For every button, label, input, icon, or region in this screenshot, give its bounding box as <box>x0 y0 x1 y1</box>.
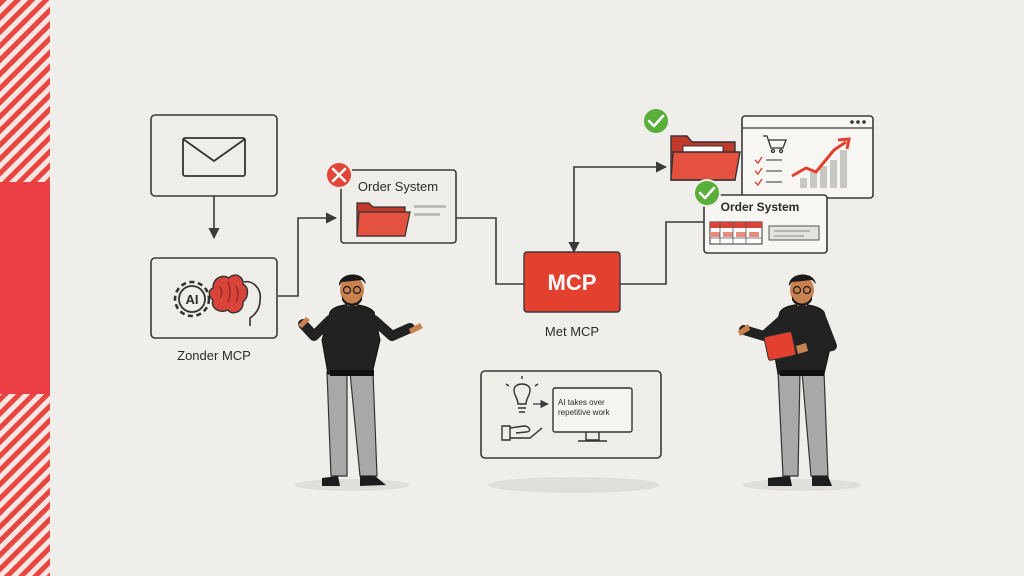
shadow-left <box>294 479 410 491</box>
hand-icon <box>501 425 543 441</box>
left-decorative-band <box>0 0 50 576</box>
shadow-center <box>488 477 660 493</box>
check-circle-icon <box>693 179 721 207</box>
person-left-illustration <box>298 274 423 486</box>
order-system-left-box: Order System <box>340 169 457 244</box>
lightbulb-icon <box>505 376 539 413</box>
ai-takes-over-line1: AI takes over <box>558 398 605 407</box>
person-right-illustration <box>738 274 837 486</box>
chart-folder-icon <box>670 135 741 181</box>
brain-icon <box>208 274 262 326</box>
zonder-mcp-label: Zonder MCP <box>177 348 251 363</box>
mcp-box: MCP <box>523 251 621 313</box>
ai-takes-over-panel: AI takes over repetitive work <box>480 370 662 459</box>
connector-lines <box>208 161 704 297</box>
table-icon <box>709 221 763 245</box>
x-circle-icon <box>325 161 353 189</box>
email-box <box>150 114 278 197</box>
gear-icon <box>173 280 211 318</box>
mcp-label: MCP <box>548 270 597 295</box>
order-system-right-box: Order System <box>703 194 828 254</box>
ai-chip-label: AI <box>186 292 199 307</box>
met-mcp-label: Met MCP <box>545 324 599 339</box>
order-system-left-label: Order System <box>358 179 438 194</box>
ai-box: AI <box>150 257 278 339</box>
folder-icon <box>356 202 411 237</box>
check-circle-icon <box>642 107 670 135</box>
checklist-icon <box>754 156 782 187</box>
shadow-right <box>742 479 862 491</box>
bar-growth-icon <box>791 137 851 188</box>
monitor-icon <box>552 387 633 442</box>
cart-icon <box>763 135 787 154</box>
analytics-window <box>741 115 874 199</box>
envelope-icon <box>182 137 246 177</box>
ai-takes-over-line2: repetitive work <box>558 408 611 417</box>
order-system-right-label: Order System <box>721 200 800 214</box>
